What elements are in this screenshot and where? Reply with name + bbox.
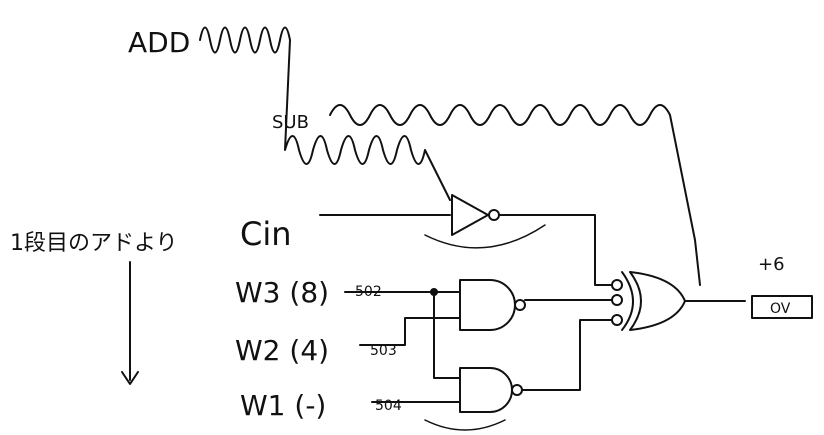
w2-pin: 503 bbox=[370, 343, 397, 359]
side-note: 1段目のアドより bbox=[10, 231, 178, 256]
nand-gate-lower bbox=[459, 367, 513, 413]
wavy-wire-long bbox=[329, 104, 701, 286]
xor-bubble-2 bbox=[611, 294, 623, 306]
xor-bubble-3 bbox=[611, 314, 623, 326]
out-box-label: OV bbox=[770, 301, 791, 317]
w1-pin: 504 bbox=[375, 398, 402, 414]
nand-upper-bubble bbox=[514, 299, 526, 311]
out-tag: +6 bbox=[758, 254, 785, 275]
w2-wire bbox=[359, 317, 461, 346]
nand-lower-sketch-arc bbox=[424, 419, 506, 431]
wavy-wire-upper bbox=[199, 26, 451, 201]
cin-label: Cin bbox=[240, 215, 292, 253]
nand-lower-out-wire bbox=[521, 319, 613, 391]
not-gate-bubble bbox=[488, 209, 500, 221]
not-gate bbox=[451, 194, 489, 236]
w2-label: W2 (4) bbox=[235, 334, 329, 367]
xor-bubble-1 bbox=[611, 279, 623, 291]
w1-label: W1 (-) bbox=[240, 389, 326, 422]
not-gate-sketch-arc bbox=[424, 224, 546, 249]
scribble-mid-label: SUB bbox=[272, 112, 309, 133]
not-out-wire bbox=[498, 214, 613, 286]
out-box bbox=[751, 295, 813, 319]
nand-gate-upper bbox=[459, 279, 516, 331]
down-arrow bbox=[121, 261, 139, 385]
xor-gate bbox=[621, 271, 686, 331]
w3-label: W3 (8) bbox=[235, 276, 329, 309]
scribble-top-label: ADD bbox=[128, 26, 190, 59]
nand-lower-bubble bbox=[511, 384, 523, 396]
w3-branch bbox=[433, 291, 461, 379]
